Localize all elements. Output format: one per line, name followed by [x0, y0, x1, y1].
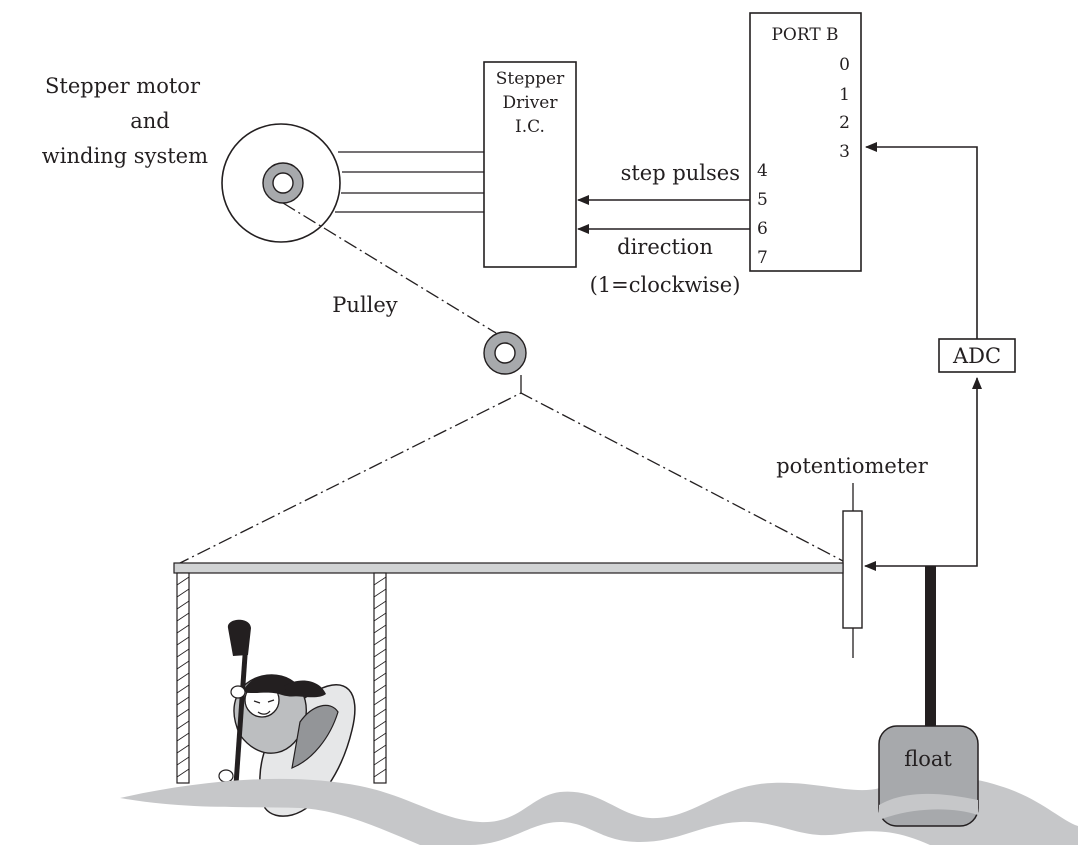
water-surface: [120, 777, 1078, 845]
motor-driver-wires: [335, 151, 484, 213]
port-b-box: [749, 12, 862, 272]
driver-label-line3: I.C.: [515, 117, 545, 137]
port-pin-7: 7: [757, 248, 768, 268]
port-pin-6: 6: [757, 219, 768, 239]
pulley-wheel-icon: [483, 331, 527, 375]
motor-label-line3: winding system: [42, 144, 208, 168]
port-pin-0: 0: [839, 55, 850, 75]
stepper-driver-box: [483, 61, 577, 268]
kayaker-illustration-icon: [218, 619, 356, 817]
direction-label: direction: [617, 235, 713, 259]
adc-label: ADC: [952, 344, 1001, 368]
port-pin-3: 3: [839, 142, 850, 162]
feedback-wiring: [864, 142, 982, 571]
gate-post-right: [373, 572, 387, 784]
adc-box: [938, 338, 1016, 373]
port-b-title: PORT B: [771, 25, 838, 45]
potentiometer-label: potentiometer: [776, 454, 928, 478]
motor-label-line1: Stepper motor: [45, 74, 201, 98]
port-pin-1: 1: [839, 85, 850, 105]
stepper-motor: [221, 123, 341, 243]
float-rod: [925, 566, 936, 732]
driver-label-line1: Stepper: [496, 69, 565, 89]
pulley-label: Pulley: [332, 293, 398, 317]
port-pin-2: 2: [839, 113, 850, 133]
direction-note-label: (1=clockwise): [590, 273, 741, 297]
pulley-to-beam-cable: [175, 392, 844, 566]
float-label: float: [904, 747, 952, 771]
port-pin-5: 5: [757, 190, 768, 210]
motor-to-pulley-cable: [282, 202, 497, 334]
motor-spool-icon: [262, 162, 304, 204]
driver-label-line2: Driver: [503, 93, 559, 113]
motor-label-line2: and: [130, 109, 170, 133]
float-waterline: [879, 793, 978, 820]
port-pin-4: 4: [757, 161, 768, 181]
gate-post-left: [176, 572, 190, 784]
potentiometer-body: [842, 510, 863, 629]
step-pulses-label: step pulses: [621, 161, 740, 185]
gate-beam: [173, 562, 844, 574]
